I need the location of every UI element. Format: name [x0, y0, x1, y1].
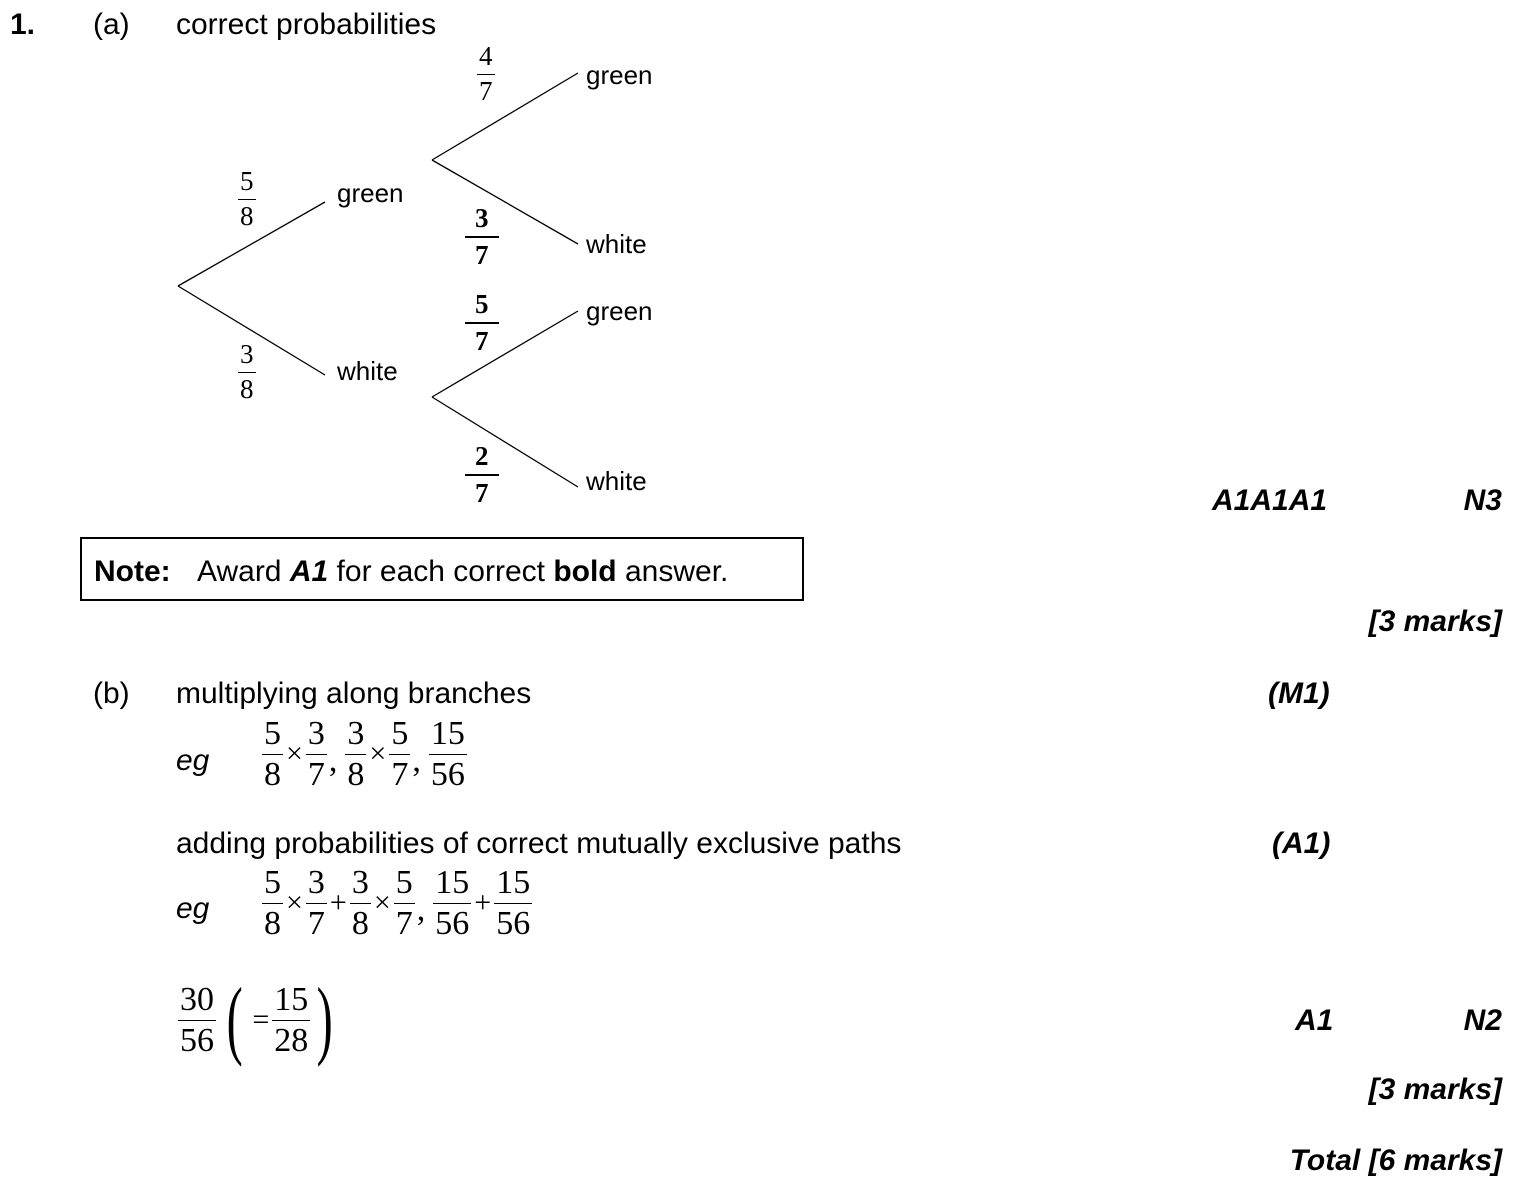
prob-white-white: 2 7	[465, 441, 499, 508]
part-a-total: [3 marks]	[1368, 605, 1502, 638]
branch-root-green	[177, 201, 326, 287]
eg-label-1: eg	[176, 744, 210, 777]
part-a-n-code: N3	[1463, 484, 1502, 517]
branch-root-white	[177, 285, 326, 376]
part-b-line2-mark: (A1)	[1272, 827, 1331, 860]
eg-label-2: eg	[176, 892, 210, 925]
branch-white-white	[431, 396, 579, 488]
tree-node-green-white: white	[586, 229, 647, 259]
tree-diagram-lines	[177, 72, 579, 488]
branch-white-green	[431, 310, 579, 398]
part-a-heading: correct probabilities	[176, 8, 437, 41]
tree-node-green-green: green	[586, 60, 653, 90]
branch-green-white	[431, 159, 579, 245]
tree-node-white-white: white	[586, 466, 647, 496]
note-end: answer.	[624, 555, 729, 588]
note-award: Award	[197, 555, 282, 588]
part-a-label: (a)	[93, 8, 130, 41]
part-b-total: [3 marks]	[1368, 1073, 1502, 1106]
note-prefix: Note:	[94, 555, 171, 588]
part-a-marks-code: A1A1A1	[1212, 484, 1328, 517]
note-box: Note: Award A1 for each correct bold ans…	[80, 537, 804, 601]
grand-total: Total [6 marks]	[1289, 1144, 1502, 1177]
tree-node-white: white	[337, 356, 398, 386]
part-b-line1-mark: (M1)	[1268, 677, 1330, 710]
part-b-line2: adding probabilities of correct mutually…	[176, 827, 902, 860]
prob-first-green: 5 8	[238, 166, 256, 231]
question-number: 1.	[10, 8, 36, 41]
note-mid: for each correct	[336, 555, 545, 588]
note-bold-word: bold	[553, 555, 617, 588]
part-b-answer-n: N2	[1463, 1004, 1502, 1037]
tree-node-green: green	[337, 178, 404, 208]
tree-node-white-green: green	[586, 296, 653, 326]
part-b-line1: multiplying along branches	[176, 677, 532, 710]
prob-green-green: 4 7	[477, 41, 495, 106]
prob-first-white: 3 8	[238, 339, 256, 404]
part-b-answer-mark: A1	[1295, 1004, 1334, 1037]
prob-green-white: 3 7	[465, 203, 499, 270]
note-a1: A1	[289, 555, 329, 588]
prob-white-green: 5 7	[465, 289, 499, 356]
part-b-label: (b)	[93, 677, 130, 710]
branch-green-green	[431, 72, 579, 161]
